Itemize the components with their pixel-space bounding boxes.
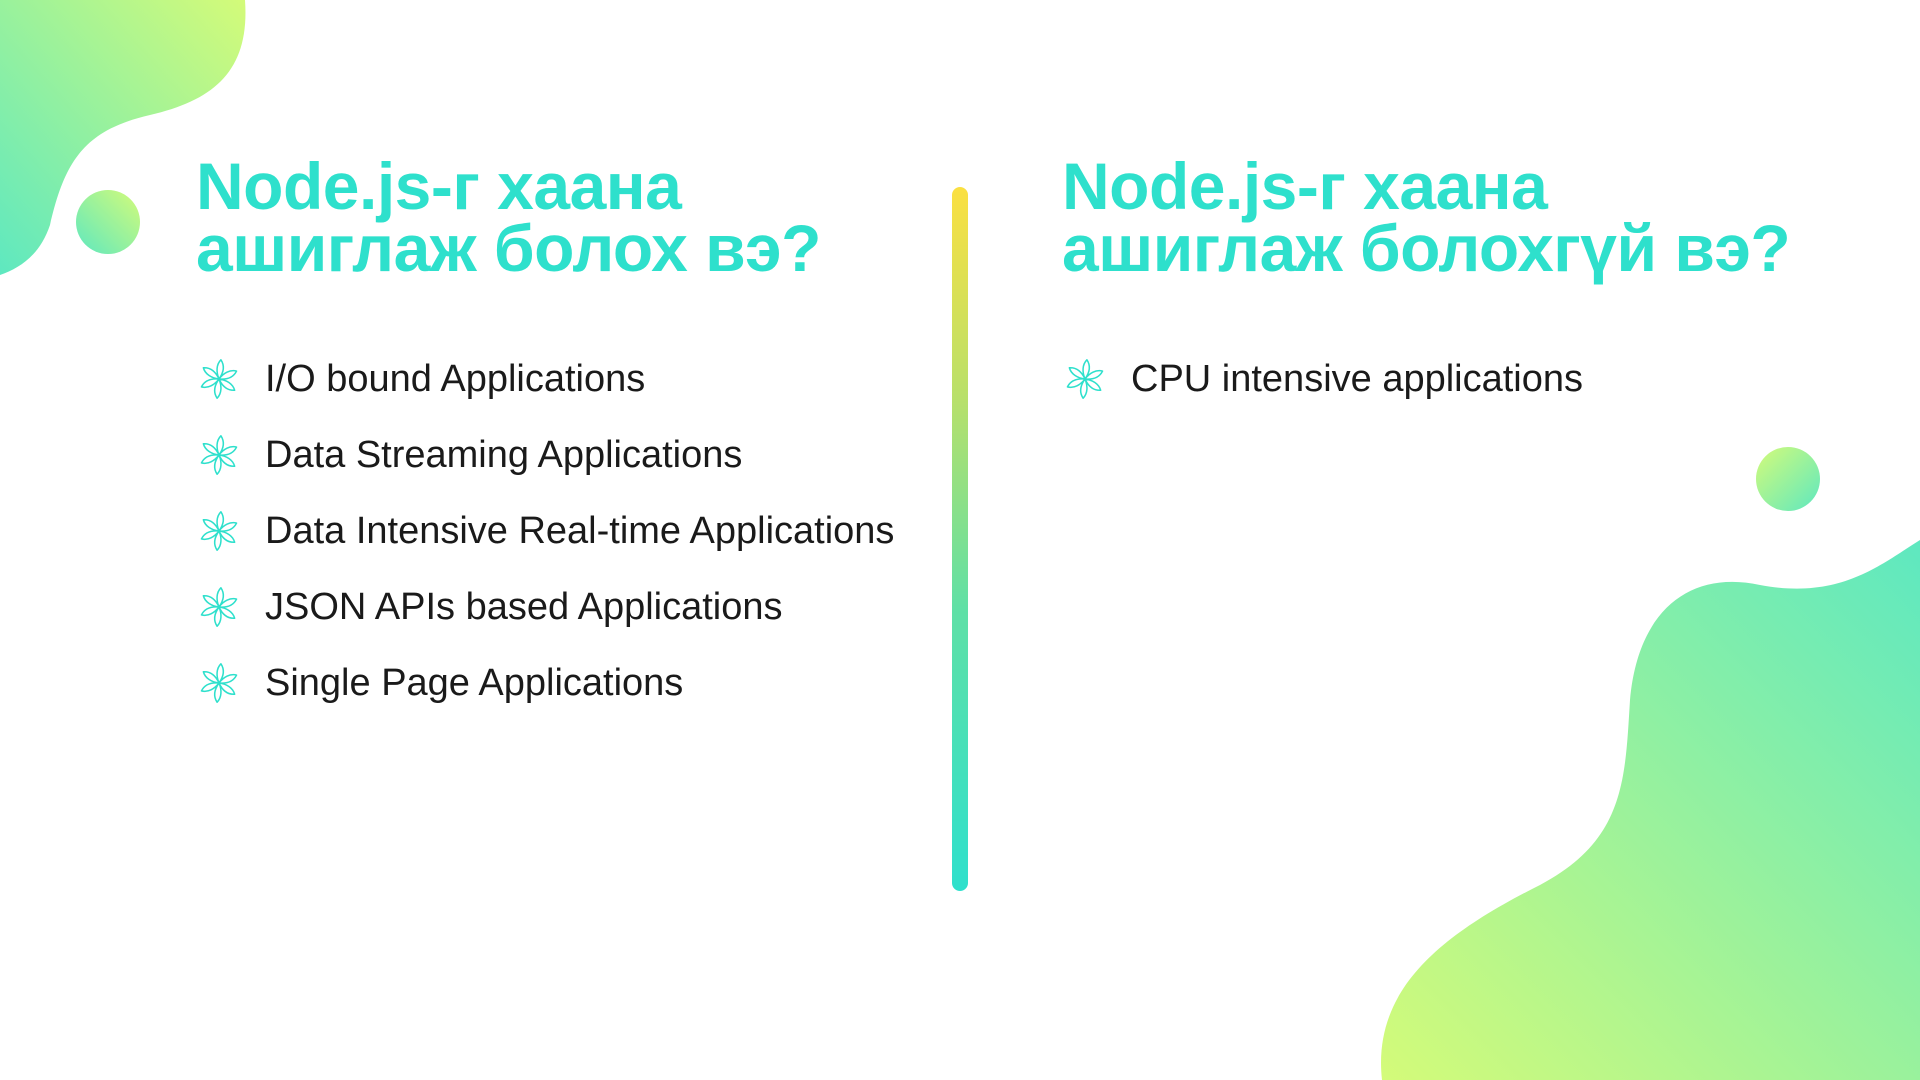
- right-heading-line1: Node.js-г хаана: [1062, 149, 1548, 223]
- list-item-label: Data Intensive Real-time Applications: [265, 509, 895, 552]
- right-heading: Node.js-г хаана ашиглаж болохгүй вэ?: [1062, 149, 1882, 285]
- list-item-label: JSON APIs based Applications: [265, 585, 783, 628]
- list-item-label: CPU intensive applications: [1131, 357, 1584, 400]
- top-left-blob: [0, 0, 246, 275]
- flower-icon: [196, 660, 242, 706]
- list-item-label: Single Page Applications: [265, 661, 684, 704]
- list-item: Data Streaming Applications: [196, 417, 936, 493]
- left-heading-line2: ашиглаж болох вэ?: [196, 211, 821, 285]
- left-heading-line1: Node.js-г хаана: [196, 149, 682, 223]
- list-item: Data Intensive Real-time Applications: [196, 493, 936, 569]
- list-item-label: I/O bound Applications: [265, 357, 646, 400]
- top-left-dot: [76, 190, 140, 254]
- flower-icon: [196, 432, 242, 478]
- flower-icon: [196, 584, 242, 630]
- list-item-label: Data Streaming Applications: [265, 433, 743, 476]
- right-list: CPU intensive applications: [1062, 341, 1882, 417]
- list-item: I/O bound Applications: [196, 341, 936, 417]
- list-item: Single Page Applications: [196, 645, 936, 721]
- left-list: I/O bound Applications Data Streaming Ap…: [196, 341, 936, 721]
- flower-icon: [196, 356, 242, 402]
- right-heading-line2: ашиглаж болохгүй вэ?: [1062, 211, 1791, 285]
- list-item: JSON APIs based Applications: [196, 569, 936, 645]
- flower-icon: [196, 508, 242, 554]
- left-column: Node.js-г хаана ашиглаж болох вэ? I/O bo…: [196, 149, 936, 721]
- list-item: CPU intensive applications: [1062, 341, 1882, 417]
- vertical-divider: [952, 187, 968, 891]
- right-column: Node.js-г хаана ашиглаж болохгүй вэ? CPU…: [1062, 149, 1882, 417]
- right-dot: [1756, 447, 1820, 511]
- flower-icon: [1062, 356, 1108, 402]
- bottom-right-blob: [1381, 540, 1920, 1080]
- left-heading: Node.js-г хаана ашиглаж болох вэ?: [196, 149, 936, 285]
